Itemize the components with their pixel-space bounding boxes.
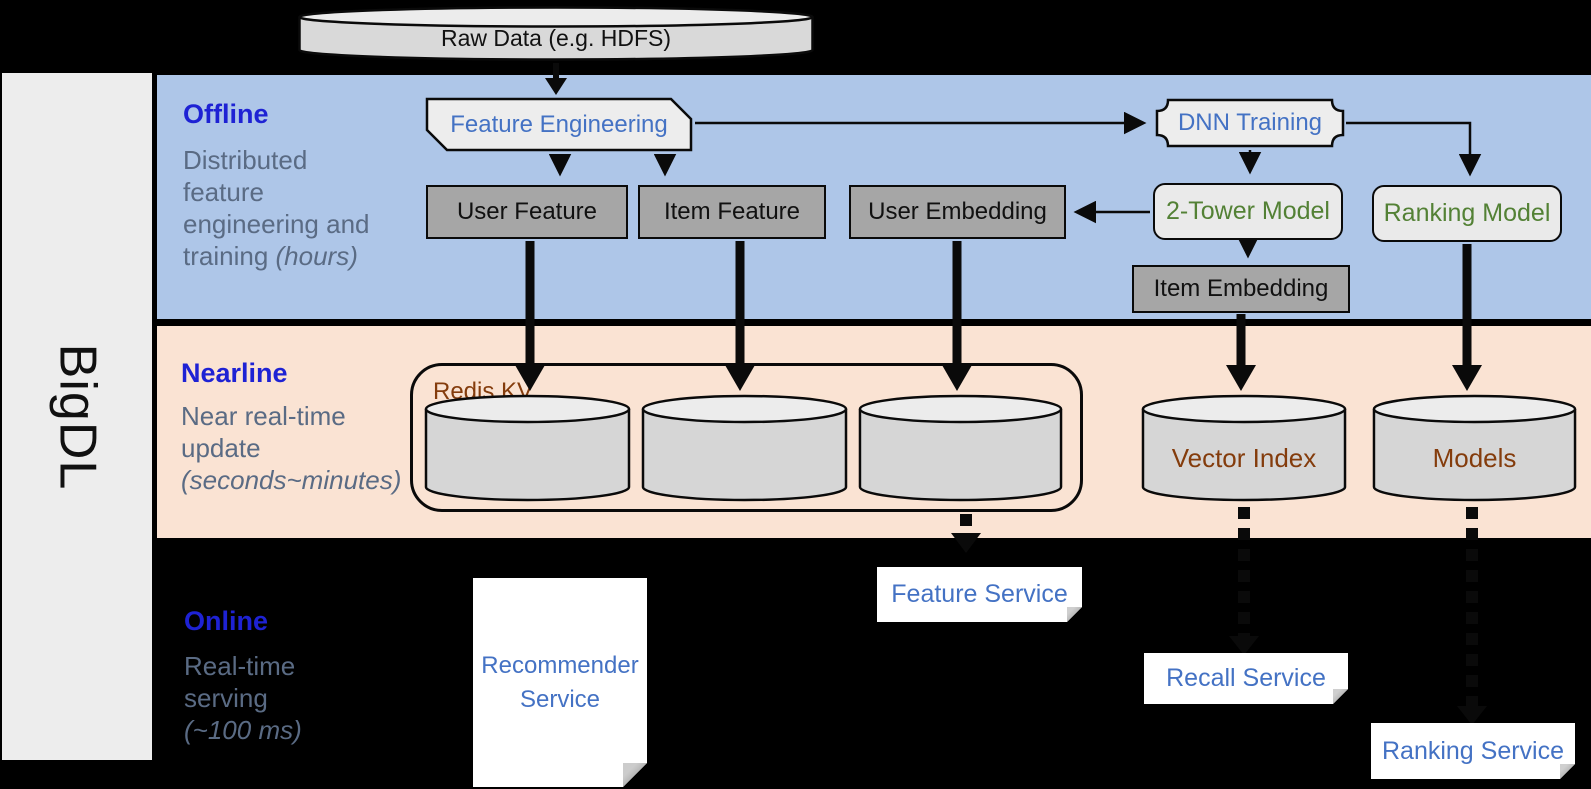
dnn-training-label: DNN Training [1177, 109, 1323, 136]
vector-index-label: Vector Index [1171, 443, 1317, 473]
nearline-title: Nearline [181, 358, 288, 388]
cylinder-shape [641, 394, 848, 502]
feature-engineering-box: Feature Engineering [425, 97, 693, 152]
cylinder-shape [424, 394, 631, 502]
two-tower-model-label: 2-Tower Model [1166, 197, 1330, 225]
redis-cylinder-1 [423, 393, 632, 503]
online-subtitle-line: Real-time [184, 651, 296, 681]
ranking-service-label: Ranking Service [1381, 736, 1565, 765]
recall-service-label: Recall Service [1166, 664, 1326, 692]
ranking-model-label: Ranking Model [1383, 199, 1551, 227]
offline-subtitle-line: training (hours) [183, 241, 358, 271]
item-embedding-box: Item Embedding [1132, 265, 1350, 313]
models-cylinder: Models [1371, 393, 1578, 503]
item-feature-box: Item Feature [638, 185, 826, 239]
online-subtitle: Real-time serving (~100 ms) [184, 650, 302, 746]
vector-index-cylinder: Vector Index [1140, 393, 1348, 503]
two-tower-model-box: 2-Tower Model [1153, 183, 1343, 240]
item-feature-label: Item Feature [663, 198, 801, 225]
feature-service-box: Feature Service [877, 567, 1082, 622]
recommender-service-doc: Recommender Service [473, 578, 647, 787]
cylinder-shape [858, 394, 1063, 502]
redis-cylinder-2 [640, 393, 849, 503]
nearline-subtitle-line: update [181, 433, 261, 463]
offline-subtitle-line: engineering and [183, 209, 370, 239]
cut-corner-shape [425, 97, 693, 152]
user-feature-box: User Feature [426, 185, 628, 239]
nearline-subtitle-line: Near real-time [181, 401, 346, 431]
feature-engineering-label: Feature Engineering [450, 110, 668, 138]
online-title: Online [184, 606, 269, 636]
user-feature-label: User Feature [456, 198, 598, 225]
redis-cylinder-3 [857, 393, 1064, 503]
item-embedding-label: Item Embedding [1153, 275, 1329, 302]
raw-data-cylinder: Raw Data (e.g. HDFS) [297, 5, 815, 62]
offline-title: Offline [183, 99, 269, 129]
bigdl-brand-label: BigDL [47, 343, 106, 490]
bigdl-sidebar: BigDL [2, 73, 152, 760]
user-embedding-label: User Embedding [868, 198, 1047, 225]
ranking-service-box: Ranking Service [1371, 723, 1575, 779]
online-subtitle-line: (~100 ms) [184, 715, 302, 745]
recommender-service-label: Recommender Service [481, 651, 639, 713]
offline-subtitle-line: Distributed [183, 145, 308, 175]
plaque-shape [1155, 98, 1345, 148]
cylinder-shape [1372, 394, 1577, 502]
ranking-model-box: Ranking Model [1372, 185, 1562, 242]
nearline-subtitle-line: (seconds~minutes) [181, 465, 402, 495]
models-label: Models [1432, 443, 1517, 473]
feature-service-label: Feature Service [891, 580, 1068, 608]
offline-subtitle-line: feature [183, 177, 264, 207]
dnn-training-box: DNN Training [1155, 98, 1345, 148]
nearline-subtitle: Near real-time update (seconds~minutes) [181, 400, 401, 496]
cylinder-shape [1141, 394, 1347, 502]
raw-data-label: Raw Data (e.g. HDFS) [440, 25, 672, 51]
user-embedding-box: User Embedding [849, 185, 1066, 239]
offline-subtitle: Distributed feature engineering and trai… [183, 144, 370, 272]
recall-service-box: Recall Service [1144, 653, 1348, 704]
cylinder-shape [298, 6, 814, 61]
redis-kv-container [410, 363, 1083, 512]
online-subtitle-line: serving [184, 683, 268, 713]
